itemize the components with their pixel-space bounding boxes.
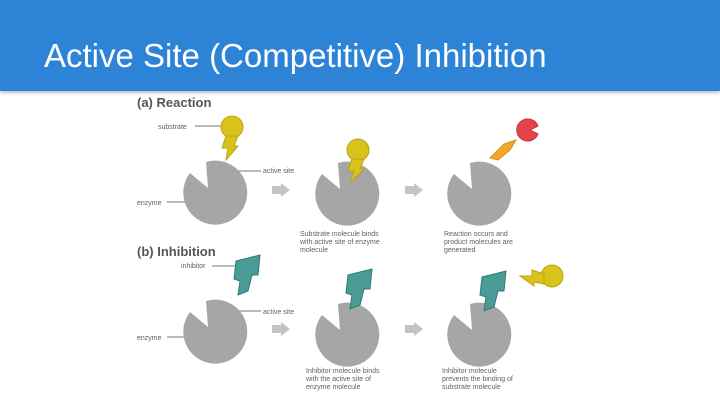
product-molecule-orange bbox=[489, 139, 518, 161]
section-b-heading: (b) Inhibition bbox=[137, 244, 216, 259]
section-a-heading: (a) Reaction bbox=[137, 95, 211, 110]
title-bar: Active Site (Competitive) Inhibition bbox=[0, 0, 720, 91]
enzyme-a2 bbox=[315, 161, 380, 226]
caption-b-step3: Inhibitor molecule prevents the binding … bbox=[442, 368, 515, 391]
label-enzyme-a: enzyme bbox=[137, 200, 162, 207]
label-enzyme-b: enzyme bbox=[137, 335, 162, 342]
substrate-molecule-a2 bbox=[346, 138, 370, 184]
arrow-a1 bbox=[272, 183, 290, 197]
substrate-molecule-a1 bbox=[220, 115, 244, 162]
diagram-canvas: (a) Reaction substrate active site enzym… bbox=[137, 95, 564, 391]
label-active-site-a: active site bbox=[263, 168, 294, 175]
label-inhibitor: inhibitor bbox=[181, 263, 206, 270]
caption-a-step2: Substrate molecule binds with active sit… bbox=[299, 231, 382, 254]
product-molecule-red bbox=[516, 118, 539, 142]
enzyme-b2 bbox=[315, 302, 380, 367]
enzyme-a1 bbox=[183, 160, 248, 225]
enzyme-a3 bbox=[447, 161, 512, 226]
blocked-substrate-molecule bbox=[518, 264, 564, 288]
label-substrate: substrate bbox=[158, 124, 187, 131]
arrow-b1 bbox=[272, 322, 290, 336]
caption-b-step2: Inhibitor molecule binds with the active… bbox=[305, 368, 382, 391]
inhibition-diagram: (a) Reaction substrate active site enzym… bbox=[0, 91, 720, 405]
slide-title: Active Site (Competitive) Inhibition bbox=[44, 37, 547, 74]
label-active-site-b: active site bbox=[263, 309, 294, 316]
enzyme-b3 bbox=[447, 302, 512, 367]
enzyme-b1 bbox=[183, 299, 248, 364]
arrow-b2 bbox=[405, 322, 423, 336]
arrow-a2 bbox=[405, 183, 423, 197]
caption-a-step3: Reaction occurs and product molecules ar… bbox=[444, 231, 515, 254]
inhibitor-molecule-b1 bbox=[233, 254, 261, 296]
